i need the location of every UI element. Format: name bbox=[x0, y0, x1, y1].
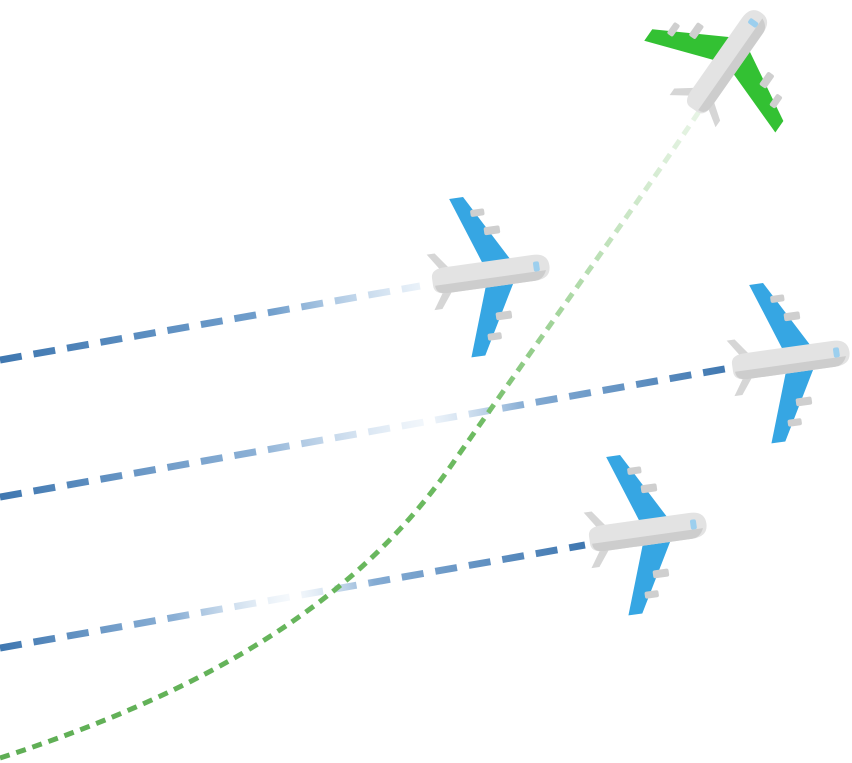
airplane-icon bbox=[719, 272, 852, 448]
blue-plane-1 bbox=[419, 186, 561, 362]
airplane-icon bbox=[576, 444, 718, 620]
blue-trail-1 bbox=[0, 282, 421, 364]
green-plane bbox=[627, 0, 827, 158]
blue-trail-3 bbox=[0, 541, 586, 652]
airplane-icon bbox=[627, 0, 827, 158]
blue-plane-2 bbox=[719, 272, 852, 448]
green-trail bbox=[0, 108, 703, 761]
blue-trail-2 bbox=[0, 364, 731, 501]
airplane-icon bbox=[419, 186, 561, 362]
blue-plane-3 bbox=[576, 444, 718, 620]
